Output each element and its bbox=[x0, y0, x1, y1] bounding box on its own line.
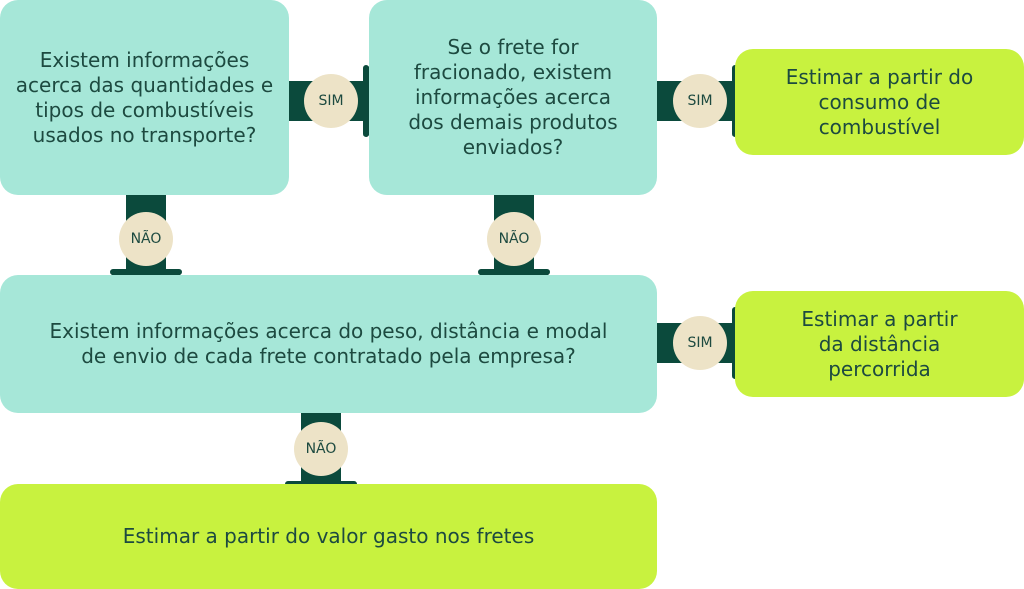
badge-yes-1: SIM bbox=[304, 74, 358, 128]
result-distance: Estimar a partir da distância percorrida bbox=[735, 291, 1024, 397]
badge-no-3: NÃO bbox=[294, 422, 348, 476]
badge-no-2: NÃO bbox=[487, 212, 541, 266]
badge-yes-2: SIM bbox=[673, 74, 727, 128]
question-fuel-data: Existem informações acerca das quantidad… bbox=[0, 0, 289, 195]
result-value-text: Estimar a partir do valor gasto nos fret… bbox=[122, 524, 535, 548]
question-distance-data: Existem informações acerca do peso, dist… bbox=[0, 275, 657, 413]
question-fractional-text: Se o frete for fracionado, existem infor… bbox=[408, 35, 618, 159]
result-fuel-consumption: Estimar a partir do consumo de combustív… bbox=[735, 49, 1024, 155]
question-distance-text: Existem informações acerca do peso, dist… bbox=[49, 319, 608, 368]
result-freight-value: Estimar a partir do valor gasto nos fret… bbox=[0, 484, 657, 589]
result-fuel-text: Estimar a partir do consumo de combustív… bbox=[785, 64, 974, 139]
result-distance-text: Estimar a partir da distância percorrida bbox=[801, 306, 958, 381]
badge-yes-3: SIM bbox=[673, 316, 727, 370]
question-fractional-freight: Se o frete for fracionado, existem infor… bbox=[369, 0, 657, 195]
badge-no-1: NÃO bbox=[119, 212, 173, 266]
question-fuel-text: Existem informações acerca das quantidad… bbox=[15, 47, 274, 147]
